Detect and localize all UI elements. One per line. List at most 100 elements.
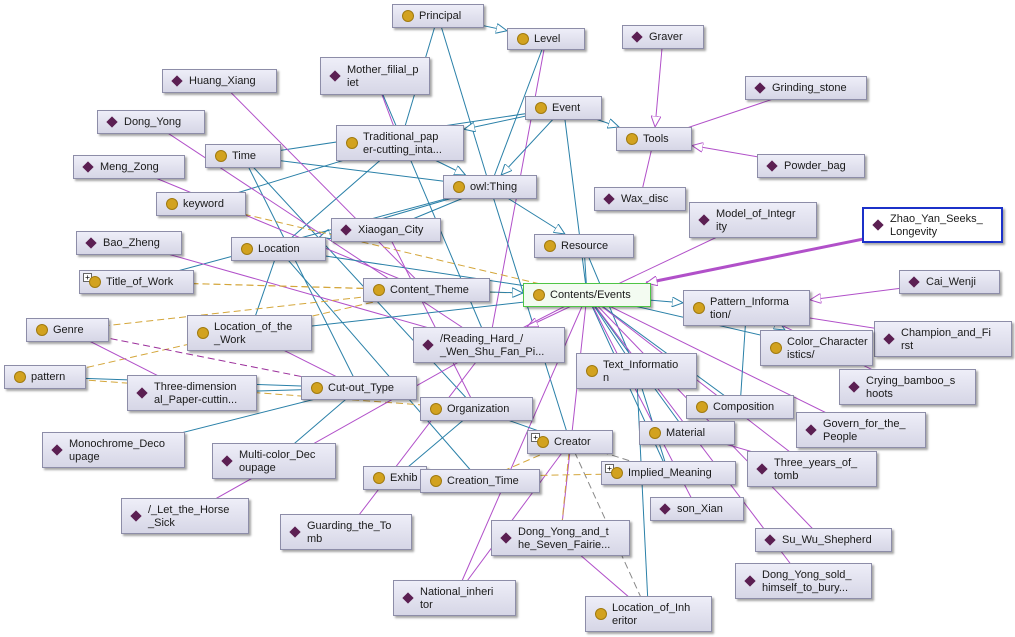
edge-location-to-creation-time [278,248,481,482]
node-label: Location_of_Inh eritor [612,601,691,627]
node-zhao[interactable]: Zhao_Yan_Seeks_ Longevity [862,207,1003,243]
node-label: Xiaogan_City [358,224,424,236]
node-su-wu[interactable]: Su_Wu_Shepherd [755,528,892,552]
node-dong-yong[interactable]: Dong_Yong [97,110,205,134]
node-dong-seven[interactable]: Dong_Yong_and_t he_Seven_Fairie... [491,520,630,556]
class-circle-icon [626,133,638,145]
node-label: Event [552,102,581,114]
node-three-dim[interactable]: Three-dimension al_Paper-cuttin... [127,375,257,411]
individual-diamond-icon [848,381,860,393]
node-govern[interactable]: Govern_for_the_ People [796,412,926,448]
class-circle-icon [197,327,209,339]
node-crying[interactable]: Crying_bamboo_s hoots [839,369,976,405]
node-son-xian[interactable]: son_Xian [650,497,744,521]
node-huang-xiang[interactable]: Huang_Xiang [162,69,277,93]
node-label: Champion_and_Fi rst [901,326,991,352]
node-label: Text_Informatio n [603,358,679,384]
node-champion[interactable]: Champion_and_Fi rst [874,321,1012,357]
individual-diamond-icon [754,82,766,94]
node-contents-events[interactable]: Contents/Events [523,283,651,307]
node-owl-thing[interactable]: owl:Thing [443,175,537,199]
node-label: Genre [53,324,84,336]
node-label: Pattern_Informa tion/ [710,295,789,321]
edge-time-to-organization [242,155,477,410]
class-circle-icon [453,181,465,193]
node-reading[interactable]: /Reading_Hard_/ _Wen_Shu_Fan_Pi... [413,327,565,363]
node-label: Time [232,150,257,162]
node-xiaogan[interactable]: Xiaogan_City [331,218,441,242]
node-title-work[interactable]: +Title_of_Work [79,270,194,294]
node-label: Dong_Yong [124,116,182,128]
node-bao[interactable]: Bao_Zheng [76,231,182,255]
node-material[interactable]: Material [639,421,735,445]
node-cutout[interactable]: Cut-out_Type [301,376,417,400]
node-national[interactable]: National_inheri tor [393,580,516,616]
class-circle-icon [586,365,598,377]
individual-diamond-icon [764,534,776,546]
node-exhibition[interactable]: Exhib [363,466,427,490]
node-location[interactable]: Location [231,237,326,261]
node-cai[interactable]: Cai_Wenji [899,270,1000,294]
node-label: Powder_bag [784,160,846,172]
node-principal[interactable]: Principal [392,4,484,28]
node-keyword[interactable]: keyword [156,192,246,216]
node-label: Mother_filial_p iet [347,63,419,89]
node-content-theme[interactable]: Content_Theme [363,278,490,302]
node-event[interactable]: Event [525,96,602,120]
node-graver[interactable]: Graver [622,25,704,49]
node-text-info[interactable]: Text_Informatio n [576,353,697,389]
node-genre[interactable]: Genre [26,318,109,342]
node-organization[interactable]: Organization [420,397,533,421]
individual-diamond-icon [402,592,414,604]
node-loc-work[interactable]: Location_of_the _Work [187,315,312,351]
node-dong-sold[interactable]: Dong_Yong_sold_ himself_to_bury... [735,563,872,599]
edge-contents-events-to-govern [586,294,862,431]
node-let-horse[interactable]: /_Let_the_Horse _Sick [121,498,249,534]
node-pattern-info[interactable]: Pattern_Informa tion/ [683,290,810,326]
individual-diamond-icon [130,510,142,522]
node-three-years[interactable]: Three_years_of_ tomb [747,451,877,487]
node-label: Su_Wu_Shepherd [782,534,872,546]
individual-diamond-icon [422,339,434,351]
class-circle-icon [36,324,48,336]
class-circle-icon [430,403,442,415]
individual-diamond-icon [872,219,884,231]
node-composition[interactable]: Composition [686,395,794,419]
node-level[interactable]: Level [507,28,585,50]
node-model[interactable]: Model_of_Integr ity [689,202,817,238]
individual-diamond-icon [631,31,643,43]
class-circle-icon [241,243,253,255]
individual-diamond-icon [500,532,512,544]
node-loc-inheritor[interactable]: Location_of_Inh eritor [585,596,712,632]
class-circle-icon [770,342,782,354]
node-wax[interactable]: Wax_disc [594,187,686,211]
node-time[interactable]: Time [205,144,281,168]
node-grinding[interactable]: Grinding_stone [745,76,867,100]
individual-diamond-icon [744,575,756,587]
node-meng-zong[interactable]: Meng_Zong [73,155,185,179]
class-circle-icon [544,240,556,252]
node-traditional[interactable]: Traditional_pap er-cutting_inta... [336,125,464,161]
node-creator[interactable]: +Creator [527,430,613,454]
node-label: Material [666,427,706,439]
node-color-char[interactable]: Color_Character istics/ [760,330,873,366]
class-circle-icon [430,475,442,487]
node-multicolor[interactable]: Multi-color_Dec oupage [212,443,336,479]
node-implied[interactable]: +Implied_Meaning [601,461,736,485]
node-label: Tools [643,133,669,145]
class-circle-icon [166,198,178,210]
node-powder[interactable]: Powder_bag [757,154,865,178]
node-creation-time[interactable]: Creation_Time [420,469,540,493]
class-circle-icon [402,10,414,22]
node-label: Color_Character istics/ [787,335,868,361]
class-circle-icon [517,33,529,45]
edge-time-to-cutout [242,155,360,389]
node-tools[interactable]: Tools [616,127,692,151]
node-pattern[interactable]: pattern [4,365,86,389]
node-monochrome[interactable]: Monochrome_Deco upage [42,432,185,468]
node-guarding[interactable]: Guarding_the_To mb [280,514,412,550]
individual-diamond-icon [908,276,920,288]
node-resource[interactable]: Resource [534,234,634,258]
class-circle-icon [696,401,708,413]
node-mother[interactable]: Mother_filial_p iet [320,57,430,95]
